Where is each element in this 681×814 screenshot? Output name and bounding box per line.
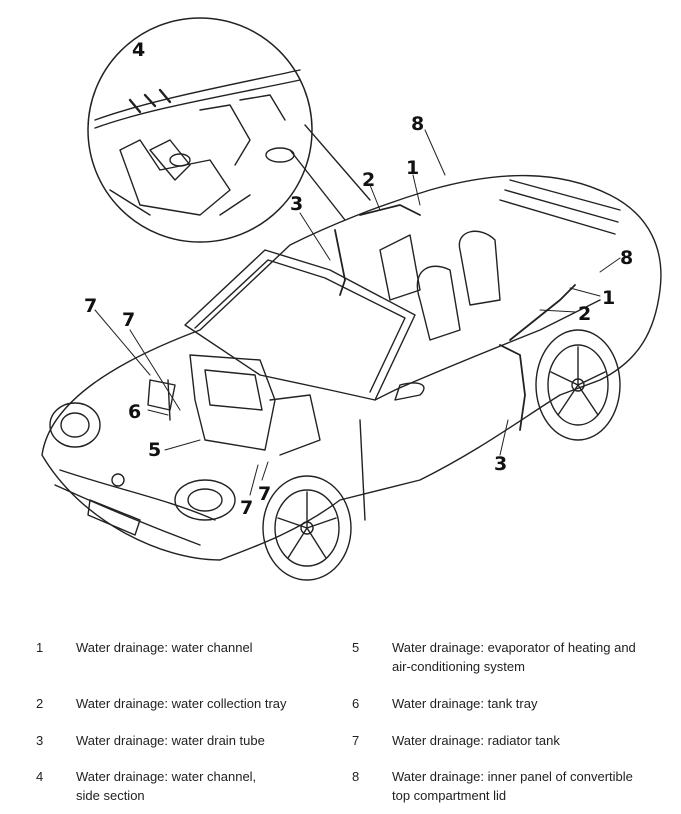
- legend-text: Water drainage: water drain tube: [76, 733, 265, 748]
- callout-7-bottom-a: 7: [240, 497, 253, 519]
- front-wheel: [262, 475, 352, 581]
- callout-7-bottom-b: 7: [258, 483, 271, 505]
- legend-number: 8: [352, 769, 360, 784]
- legend: 1 Water drainage: water channel 2 Water …: [0, 630, 681, 814]
- callout-2-top: 2: [362, 169, 375, 191]
- callout-4: 4: [132, 39, 145, 61]
- callout-labels: 4 8 1 2 3 8 1 2 3 7 7 6 5 7 7: [84, 39, 633, 519]
- legend-number: 1: [36, 640, 44, 655]
- callout-7-left-b: 7: [122, 309, 135, 331]
- callout-3-right: 3: [494, 453, 507, 475]
- callout-6: 6: [128, 401, 141, 423]
- callout-8-top: 8: [411, 113, 424, 135]
- callout-7-left-a: 7: [84, 295, 97, 317]
- callout-1-top: 1: [406, 157, 419, 179]
- legend-number: 6: [352, 696, 360, 711]
- legend-number: 7: [352, 733, 360, 748]
- legend-text: Water drainage: water channel: [76, 640, 253, 655]
- callout-3-top: 3: [290, 193, 303, 215]
- legend-text: Water drainage: inner panel of convertib…: [392, 769, 633, 803]
- callout-1-right: 1: [602, 287, 615, 309]
- legend-number: 4: [36, 769, 44, 784]
- legend-text: Water drainage: tank tray: [392, 696, 538, 711]
- legend-number: 5: [352, 640, 360, 655]
- callout-2-right: 2: [578, 303, 591, 325]
- callout-5: 5: [148, 439, 161, 461]
- legend-text: Water drainage: radiator tank: [392, 733, 560, 748]
- detail-inset: [87, 17, 371, 243]
- legend-number: 3: [36, 733, 44, 748]
- car-body: [41, 129, 662, 581]
- legend-text: Water drainage: evaporator of heating an…: [392, 640, 636, 674]
- car-drainage-illustration: 4 8 1 2 3 8 1 2 3 7 7 6 5 7 7: [41, 17, 662, 581]
- legend-text: Water drainage: water channel, side sect…: [76, 769, 257, 803]
- legend-text: Water drainage: water collection tray: [76, 696, 287, 711]
- legend-number: 2: [36, 696, 44, 711]
- callout-8-right: 8: [620, 247, 633, 269]
- rear-wheel: [535, 329, 621, 441]
